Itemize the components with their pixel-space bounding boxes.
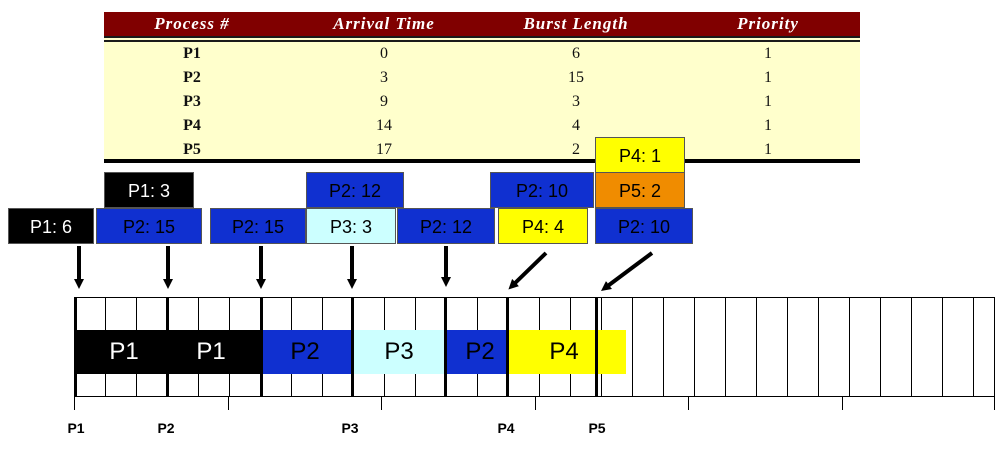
queue-box-t14-p2: P2: 10 xyxy=(490,172,594,208)
gantt-segment-p2: P2 xyxy=(260,330,353,374)
arrival-label-p2: P2 xyxy=(157,420,175,436)
time-cell xyxy=(818,297,849,397)
cell-burst: 4 xyxy=(572,117,580,134)
queue-box-t6-p2: P2: 15 xyxy=(210,208,306,244)
gantt-segment-p4: P4 xyxy=(508,330,626,374)
cell-priority: 1 xyxy=(764,93,772,110)
queue-box-t3-p2: P2: 15 xyxy=(96,208,202,244)
time-tick xyxy=(535,397,536,410)
table-row: P4 14 4 1 xyxy=(104,113,860,138)
segment-label: P4 xyxy=(549,338,579,365)
time-cell xyxy=(787,297,818,397)
time-tick xyxy=(842,397,843,410)
time-tick xyxy=(994,397,995,410)
divider xyxy=(104,40,860,42)
cell-process: P3 xyxy=(183,93,201,110)
header-priority: Priority xyxy=(737,14,799,33)
cell-burst: 3 xyxy=(572,93,580,110)
cell-arrival: 9 xyxy=(380,93,388,110)
table-header: Process # Arrival Time Burst Length Prio… xyxy=(104,12,860,36)
time-cell xyxy=(849,297,880,397)
arrival-marker xyxy=(260,297,263,397)
time-cell xyxy=(663,297,694,397)
cell-priority: 1 xyxy=(764,141,772,158)
time-cell xyxy=(911,297,942,397)
time-tick xyxy=(228,397,229,410)
cell-process: P2 xyxy=(183,69,201,86)
time-cell xyxy=(725,297,756,397)
cell-arrival: 3 xyxy=(380,69,388,86)
table-row: P2 3 15 1 xyxy=(104,65,860,90)
arrival-label-p4: P4 xyxy=(497,420,515,436)
cell-process: P5 xyxy=(183,141,201,158)
header-arrival-time: Arrival Time xyxy=(333,14,435,33)
time-cell xyxy=(942,297,973,397)
gantt-segment-p2: P2 xyxy=(446,330,508,374)
queue-box-t17-p5: P5: 2 xyxy=(595,172,685,208)
table-row: P1 0 6 1 xyxy=(104,41,860,66)
arrival-marker xyxy=(351,297,354,397)
arrival-label-p1: P1 xyxy=(67,420,85,436)
cell-arrival: 0 xyxy=(380,45,388,62)
queue-box-t0-p1: P1: 6 xyxy=(8,208,94,244)
header-burst-length: Burst Length xyxy=(523,14,629,33)
queue-box-t14-p4: P4: 4 xyxy=(498,208,588,244)
time-cell xyxy=(973,297,995,397)
time-cell xyxy=(694,297,725,397)
time-tick xyxy=(74,397,75,410)
divider xyxy=(104,36,860,38)
cell-priority: 1 xyxy=(764,117,772,134)
cell-burst: 2 xyxy=(572,141,580,158)
arrow-diagonal-icon xyxy=(508,251,548,290)
time-cell xyxy=(880,297,911,397)
gantt-timeline: P1 P1 P2 P3 P2 P4 xyxy=(74,297,995,410)
cell-priority: 1 xyxy=(764,45,772,62)
table-row: P5 17 2 1 xyxy=(104,137,860,162)
arrival-marker xyxy=(595,297,598,397)
process-table: Process # Arrival Time Burst Length Prio… xyxy=(104,12,860,163)
segment-label: P1 xyxy=(196,338,226,365)
gantt-segment-p3: P3 xyxy=(353,330,446,374)
gantt-segment-p1: P1 xyxy=(167,330,260,374)
segment-label: P2 xyxy=(465,338,495,365)
cell-arrival: 14 xyxy=(376,117,392,134)
segment-label: P2 xyxy=(290,338,320,365)
queue-box-t17-p2: P2: 10 xyxy=(595,208,693,244)
cell-burst: 6 xyxy=(572,45,580,62)
time-tick xyxy=(688,397,689,410)
table-bottom-rule xyxy=(104,159,860,163)
arrival-marker xyxy=(74,297,77,397)
arrival-marker xyxy=(166,297,169,397)
header-process: Process # xyxy=(154,14,230,33)
segment-label: P1 xyxy=(109,338,139,365)
arrival-marker xyxy=(506,297,509,397)
cell-process: P1 xyxy=(183,45,201,62)
queue-box-t12-p2: P2: 12 xyxy=(397,208,495,244)
cell-priority: 1 xyxy=(764,69,772,86)
cell-arrival: 17 xyxy=(376,141,392,158)
time-tick xyxy=(381,397,382,410)
arrival-label-p3: P3 xyxy=(341,420,359,436)
segment-label: P3 xyxy=(384,338,414,365)
queue-box-t3-p1: P1: 3 xyxy=(104,172,194,208)
gantt-segment-p1: P1 xyxy=(74,330,167,374)
time-cell xyxy=(756,297,787,397)
arrival-label-p5: P5 xyxy=(588,420,606,436)
arrival-marker xyxy=(444,297,447,397)
cell-burst: 15 xyxy=(568,69,584,86)
arrow-diagonal-icon xyxy=(600,251,654,291)
time-cell xyxy=(632,297,663,397)
table-row: P3 9 3 1 xyxy=(104,89,860,114)
queue-box-t9-p2: P2: 12 xyxy=(306,172,404,208)
cell-process: P4 xyxy=(183,117,201,134)
queue-box-t9-p3: P3: 3 xyxy=(306,208,396,244)
